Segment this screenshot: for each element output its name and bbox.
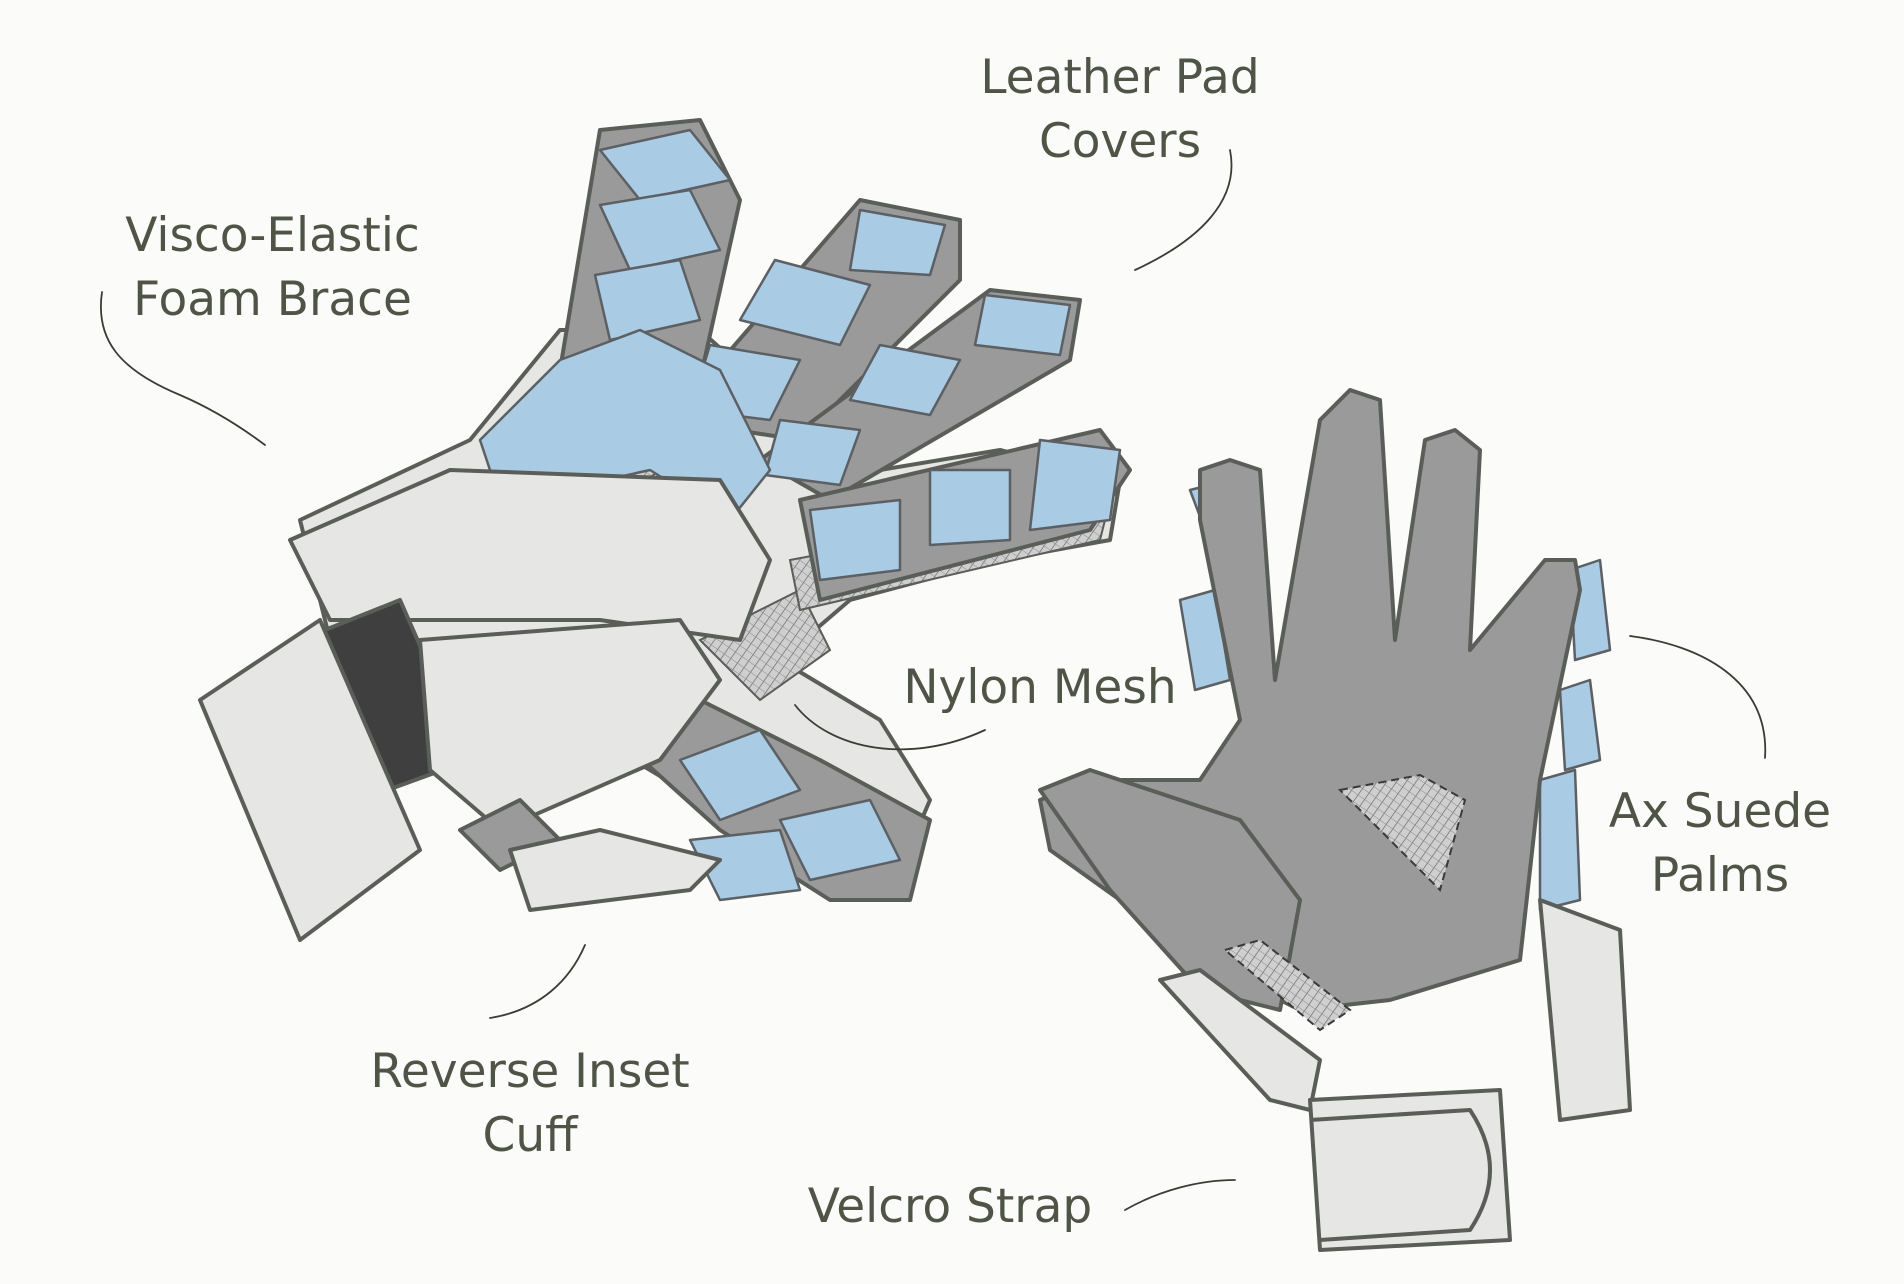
leader-velcro-strap: [1125, 1180, 1235, 1210]
label-line: Palms: [1600, 844, 1840, 908]
label-line: Reverse Inset: [360, 1040, 700, 1104]
label-reverse-inset-cuff: Reverse Inset Cuff: [360, 1040, 700, 1168]
label-ax-suede-palms: Ax Suede Palms: [1600, 780, 1840, 908]
label-leather-pad-covers: Leather Pad Covers: [940, 46, 1300, 174]
leader-reverse-inset-cuff: [490, 945, 585, 1018]
label-nylon-mesh: Nylon Mesh: [880, 656, 1200, 720]
label-line: Foam Brace: [100, 268, 445, 332]
label-line: Ax Suede: [1600, 780, 1840, 844]
back-strap-loop-upper: [420, 620, 720, 830]
label-visco-elastic-foam-brace: Visco-Elastic Foam Brace: [100, 204, 445, 332]
back-strap-loop-lower: [510, 830, 720, 910]
label-line: Leather Pad: [940, 46, 1300, 110]
label-line: Velcro Strap: [800, 1175, 1100, 1239]
label-velcro-strap: Velcro Strap: [800, 1175, 1100, 1239]
label-line: Cuff: [360, 1104, 700, 1168]
label-line: Covers: [940, 110, 1300, 174]
palm-of-glove: [1040, 390, 1630, 1250]
label-line: Nylon Mesh: [880, 656, 1200, 720]
palm-wrist-cuff: [1540, 900, 1630, 1120]
label-line: Visco-Elastic: [100, 204, 445, 268]
leader-ax-suede-palms: [1630, 636, 1765, 758]
